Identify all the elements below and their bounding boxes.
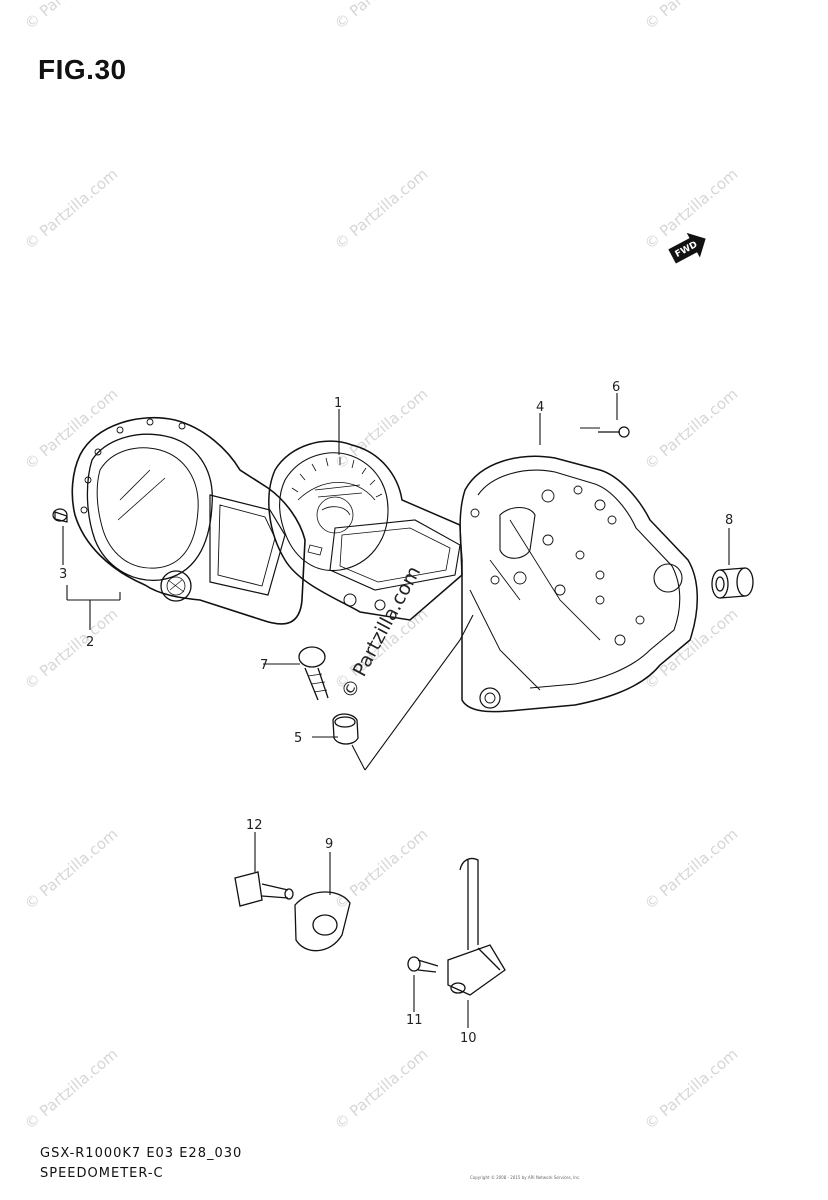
callout-12: 12 (246, 818, 263, 833)
meter-cover-drawing (71, 416, 306, 625)
model-code: GSX-R1000K7 E03 E28_030 (40, 1146, 243, 1161)
bolt-drawing (298, 646, 329, 701)
figure-title: FIG.30 (38, 54, 127, 85)
callout-8: 8 (725, 513, 733, 528)
meter-case-drawing (459, 455, 698, 713)
cover-screw-drawing (52, 508, 68, 523)
sensor-bolt-drawing (407, 956, 439, 973)
callout-6: 6 (612, 380, 620, 395)
speed-sensor-drawing (447, 857, 506, 996)
bolt-12-drawing (234, 871, 294, 907)
copyright-line: Copyright © 2008 - 2015 by ARI Network S… (470, 1175, 581, 1180)
callout-1: 1 (334, 396, 342, 411)
callout-7: 7 (260, 658, 268, 673)
callout-2: 2 (86, 635, 94, 650)
watermark-text: © Partzilla.com (21, 165, 121, 253)
callout-labels: 1 2 3 4 5 6 7 8 9 10 11 12 (59, 380, 733, 1046)
watermark-text: © Partzilla.com (21, 0, 121, 33)
callout-9: 9 (325, 837, 333, 852)
callout-3: 3 (59, 567, 67, 582)
watermark-text: © Partzilla.com (641, 385, 741, 473)
callout-11: 11 (406, 1013, 423, 1028)
watermark-text: © Partzilla.com (331, 1045, 431, 1133)
watermark-text: © Partzilla.com (641, 0, 741, 33)
section-name: SPEEDOMETER-C (40, 1166, 164, 1181)
watermark-text: © Partzilla.com (331, 165, 431, 253)
watermark-text: © Partzilla.com (331, 0, 431, 33)
callout-4: 4 (536, 400, 544, 415)
watermark-text: © Partzilla.com (21, 825, 121, 913)
watermark-text: © Partzilla.com (641, 825, 741, 913)
watermark-text: © Partzilla.com (21, 605, 121, 693)
washer-drawing (294, 891, 351, 952)
grommet-drawing (332, 713, 359, 745)
callout-10: 10 (460, 1031, 477, 1046)
meter-assembly-drawing (268, 440, 463, 621)
screw-drawing (598, 426, 630, 438)
watermark-layer: © Partzilla.com © Partzilla.com © Partzill… (21, 0, 741, 1133)
watermark-text: © Partzilla.com (331, 825, 431, 913)
cushion-drawing (711, 567, 754, 599)
watermark-text: © Partzilla.com (641, 605, 741, 693)
leader-lines (62, 393, 730, 1028)
watermark-text: © Partzilla.com (21, 1045, 121, 1133)
callout-5: 5 (294, 731, 302, 746)
watermark-text: © Partzilla.com (641, 1045, 741, 1133)
